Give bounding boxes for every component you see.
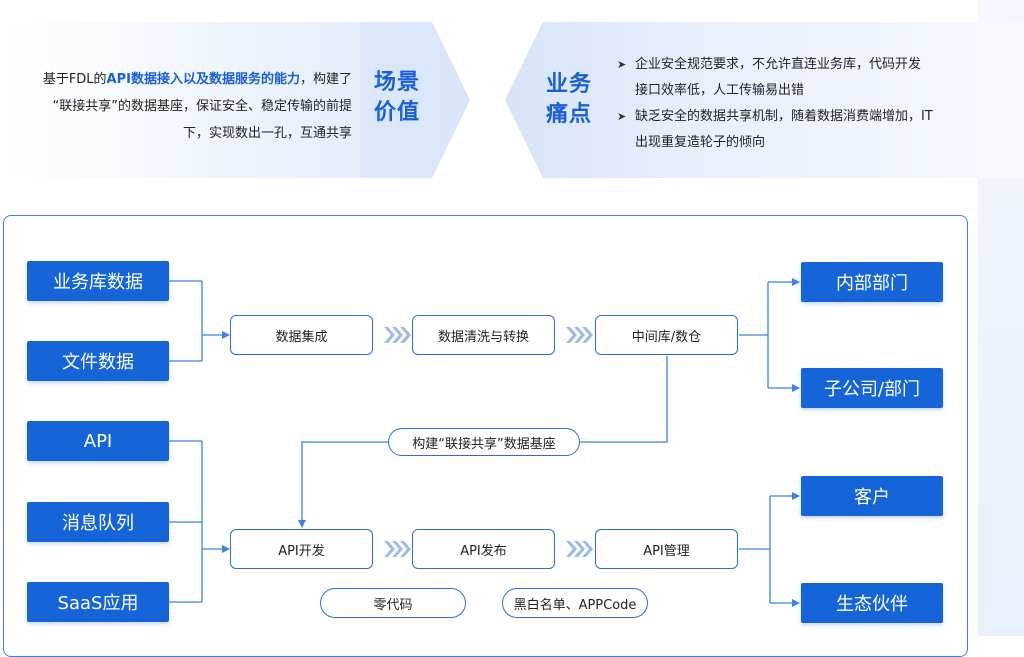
- pain-point-item: ➤ 企业安全规范要求，不允许直连业务库，代码开发 接口效率低，人工传输易出错: [617, 52, 957, 104]
- process-data-integration: 数据集成: [230, 315, 373, 355]
- pain-points-list: ➤ 企业安全规范要求，不允许直连业务库，代码开发 接口效率低，人工传输易出错 ➤…: [617, 52, 957, 156]
- value-text-mid: ，构建了: [299, 72, 352, 87]
- process-data-cleansing: 数据清洗与转换: [412, 315, 555, 355]
- scene-value-banner-shape: [0, 22, 470, 178]
- process-api-management: API管理: [595, 529, 738, 569]
- pain-points-title-line2: 痛点: [546, 102, 593, 127]
- value-text-line2: “联接共享”的数据基座，保证安全、稳定传输的前提: [52, 99, 352, 114]
- pain-point-item: ➤ 缺乏安全的数据共享机制，随着数据消费端增加，IT 出现重复造轮子的倾向: [617, 104, 957, 156]
- value-text-pre: 基于FDL的: [42, 72, 107, 87]
- target-eco-partner: 生态伙伴: [801, 583, 943, 623]
- bullet-arrow-icon: ➤: [617, 58, 627, 71]
- process-api-publish: API发布: [412, 529, 555, 569]
- tag-whitelist-appcode: 黑白名单、APPCode: [502, 588, 648, 618]
- process-api-development: API开发: [230, 529, 373, 569]
- pain-points-title: 业务 痛点: [546, 70, 592, 130]
- pain-points-banner-shape: [505, 22, 1024, 178]
- scene-value-title-line2: 价值: [374, 100, 421, 125]
- pain-point-2-line1: 缺乏安全的数据共享机制，随着数据消费端增加，IT: [635, 109, 933, 124]
- source-file-data: 文件数据: [27, 341, 169, 381]
- scene-value-title: 场景 价值: [374, 68, 420, 128]
- value-text-line3: 下，实现数出一孔，互通共享: [182, 126, 352, 141]
- pain-point-1-line2: 接口效率低，人工传输易出错: [635, 83, 805, 98]
- bullet-arrow-icon: ➤: [617, 110, 627, 123]
- scene-value-title-line1: 场景: [374, 70, 421, 95]
- target-internal-department: 内部部门: [801, 262, 943, 302]
- source-message-queue: 消息队列: [27, 502, 169, 542]
- pain-point-1-line1: 企业安全规范要求，不允许直连业务库，代码开发: [635, 57, 922, 72]
- pain-point-2-line2: 出现重复造轮子的倾向: [635, 135, 766, 150]
- tag-zero-code: 零代码: [320, 588, 466, 618]
- target-subsidiary: 子公司/部门: [801, 368, 943, 408]
- process-warehouse: 中间库/数仓: [595, 315, 738, 355]
- source-api: API: [27, 421, 169, 461]
- shared-data-base-label: 构建“联接共享”数据基座: [388, 428, 580, 456]
- scene-value-description: 基于FDL的API数据接入以及数据服务的能力，构建了 “联接共享”的数据基座，保…: [20, 66, 352, 147]
- pain-points-banner: 业务 痛点 ➤ 企业安全规范要求，不允许直连业务库，代码开发 接口效率低，人工传…: [505, 22, 1024, 182]
- source-saas-app: SaaS应用: [27, 582, 169, 622]
- scene-value-banner: 基于FDL的API数据接入以及数据服务的能力，构建了 “联接共享”的数据基座，保…: [0, 22, 470, 182]
- value-text-highlight: API数据接入以及数据服务的能力: [106, 72, 300, 87]
- pain-points-title-line1: 业务: [546, 72, 593, 97]
- target-customer: 客户: [801, 476, 943, 516]
- source-business-db: 业务库数据: [27, 261, 169, 301]
